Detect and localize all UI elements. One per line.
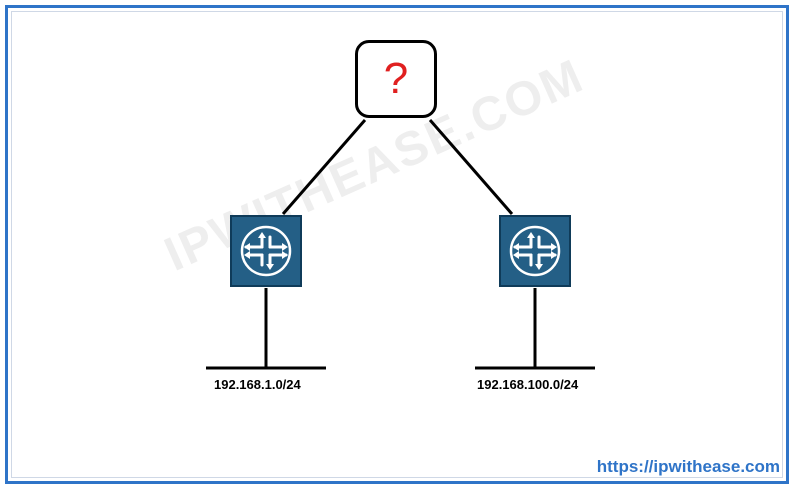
footer-url[interactable]: https://ipwithease.com [596, 457, 780, 476]
unknown-node: ? [355, 40, 437, 118]
question-mark: ? [383, 54, 409, 103]
link-left [281, 119, 367, 215]
router-icon [240, 225, 292, 277]
inner-frame [11, 11, 783, 478]
router-right [499, 215, 571, 287]
router-left [230, 215, 302, 287]
router-icon [509, 225, 561, 277]
network-label-left: 192.168.1.0/24 [214, 377, 301, 392]
link-right [428, 119, 514, 215]
outer-frame [5, 5, 789, 484]
network-label-right: 192.168.100.0/24 [477, 377, 579, 392]
